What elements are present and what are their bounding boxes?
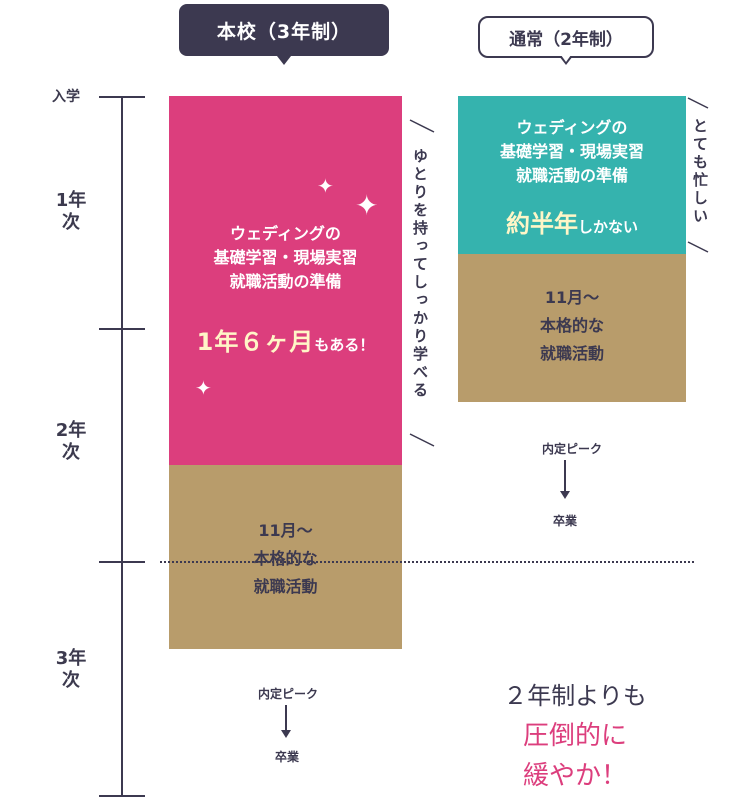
- main-job-line-1: 11月〜: [258, 521, 313, 540]
- standard-study-line-2: 基礎学習・現場実習: [499, 142, 644, 161]
- sub-label-pointer-inner: [561, 55, 571, 62]
- main-duration-value: 1年６ヶ月: [196, 328, 315, 356]
- main-label-pointer: [277, 56, 291, 65]
- standard-arrow-shaft: [564, 460, 566, 492]
- conclusion-text: ２年制よりも 圧倒的に 緩やか！: [460, 676, 690, 796]
- main-side-note: ゆとりを持ってしっかり学べる: [411, 148, 429, 400]
- main-job-text: 11月〜 本格的な 就職活動: [169, 517, 402, 601]
- down-arrow-icon: [560, 491, 570, 499]
- standard-study-text: ウェディングの 基礎学習・現場実習 就職活動の準備: [458, 116, 686, 188]
- down-arrow-icon: [281, 730, 291, 738]
- main-course-label: 本校（3年制）: [179, 4, 389, 56]
- main-job-line-2: 本格的な: [253, 549, 318, 568]
- standard-job-line-3: 就職活動: [539, 344, 604, 363]
- main-study-line-1: ウェディングの: [230, 224, 341, 243]
- standard-job-text: 11月〜 本格的な 就職活動: [458, 284, 686, 368]
- timeline-tick-year2: [99, 328, 145, 330]
- main-study-text: ウェディングの 基礎学習・現場実習 就職活動の準備: [169, 222, 402, 294]
- standard-course-label: 通常（2年制）: [478, 16, 654, 58]
- sparkle-icon: ✦: [317, 174, 334, 198]
- main-arrow-shaft: [285, 705, 287, 731]
- standard-job-line-1: 11月〜: [544, 288, 600, 307]
- timeline-axis: [121, 96, 123, 796]
- main-peak-label: 内定ピーク: [257, 687, 318, 701]
- standard-duration-value: 約半年: [505, 210, 578, 238]
- conclusion-line-2: 圧倒的に: [522, 721, 627, 751]
- standard-side-note-brackets: [687, 97, 709, 253]
- conclusion-line-1: ２年制よりも: [503, 682, 647, 710]
- timeline-tick-end: [99, 795, 145, 797]
- main-study-line-3: 就職活動の準備: [229, 272, 342, 291]
- main-study-block: ✦ ✦ ✦ ウェディングの 基礎学習・現場実習 就職活動の準備 1年６ヶ月もある…: [169, 96, 402, 465]
- conclusion-line-3: 緩やか！: [522, 761, 627, 791]
- standard-side-note: とても忙しい: [691, 118, 709, 226]
- main-graduate-label: 卒業: [274, 750, 299, 764]
- sparkle-icon: ✦: [355, 189, 379, 222]
- standard-study-line-3: 就職活動の準備: [515, 166, 628, 185]
- main-duration: 1年６ヶ月もある！: [169, 322, 402, 357]
- standard-duration-tail: しかない: [577, 218, 638, 236]
- timeline-tick-year3: [99, 561, 145, 563]
- main-duration-tail: もある！: [314, 336, 375, 354]
- year-3-boundary-line: [160, 561, 694, 563]
- standard-study-block: ウェディングの 基礎学習・現場実習 就職活動の準備 約半年しかない: [458, 96, 686, 254]
- standard-graduate-label: 卒業: [552, 514, 577, 528]
- main-side-note-brackets: [409, 119, 435, 447]
- standard-peak-label: 内定ピーク: [541, 442, 602, 456]
- year-3-label: 3年次: [55, 648, 87, 691]
- timeline-tick-enroll: [99, 96, 145, 98]
- main-study-line-2: 基礎学習・現場実習: [213, 248, 358, 267]
- sparkle-icon: ✦: [195, 376, 212, 400]
- standard-study-line-1: ウェディングの: [516, 118, 628, 137]
- year-1-label: 1年次: [55, 190, 87, 233]
- standard-job-line-2: 本格的な: [539, 316, 604, 335]
- enroll-label: 入学: [52, 89, 80, 105]
- main-job-block: 11月〜 本格的な 就職活動: [169, 465, 402, 649]
- main-job-line-3: 就職活動: [253, 577, 318, 596]
- standard-job-block: 11月〜 本格的な 就職活動: [458, 254, 686, 402]
- standard-duration: 約半年しかない: [458, 204, 686, 239]
- year-2-label: 2年次: [55, 420, 87, 463]
